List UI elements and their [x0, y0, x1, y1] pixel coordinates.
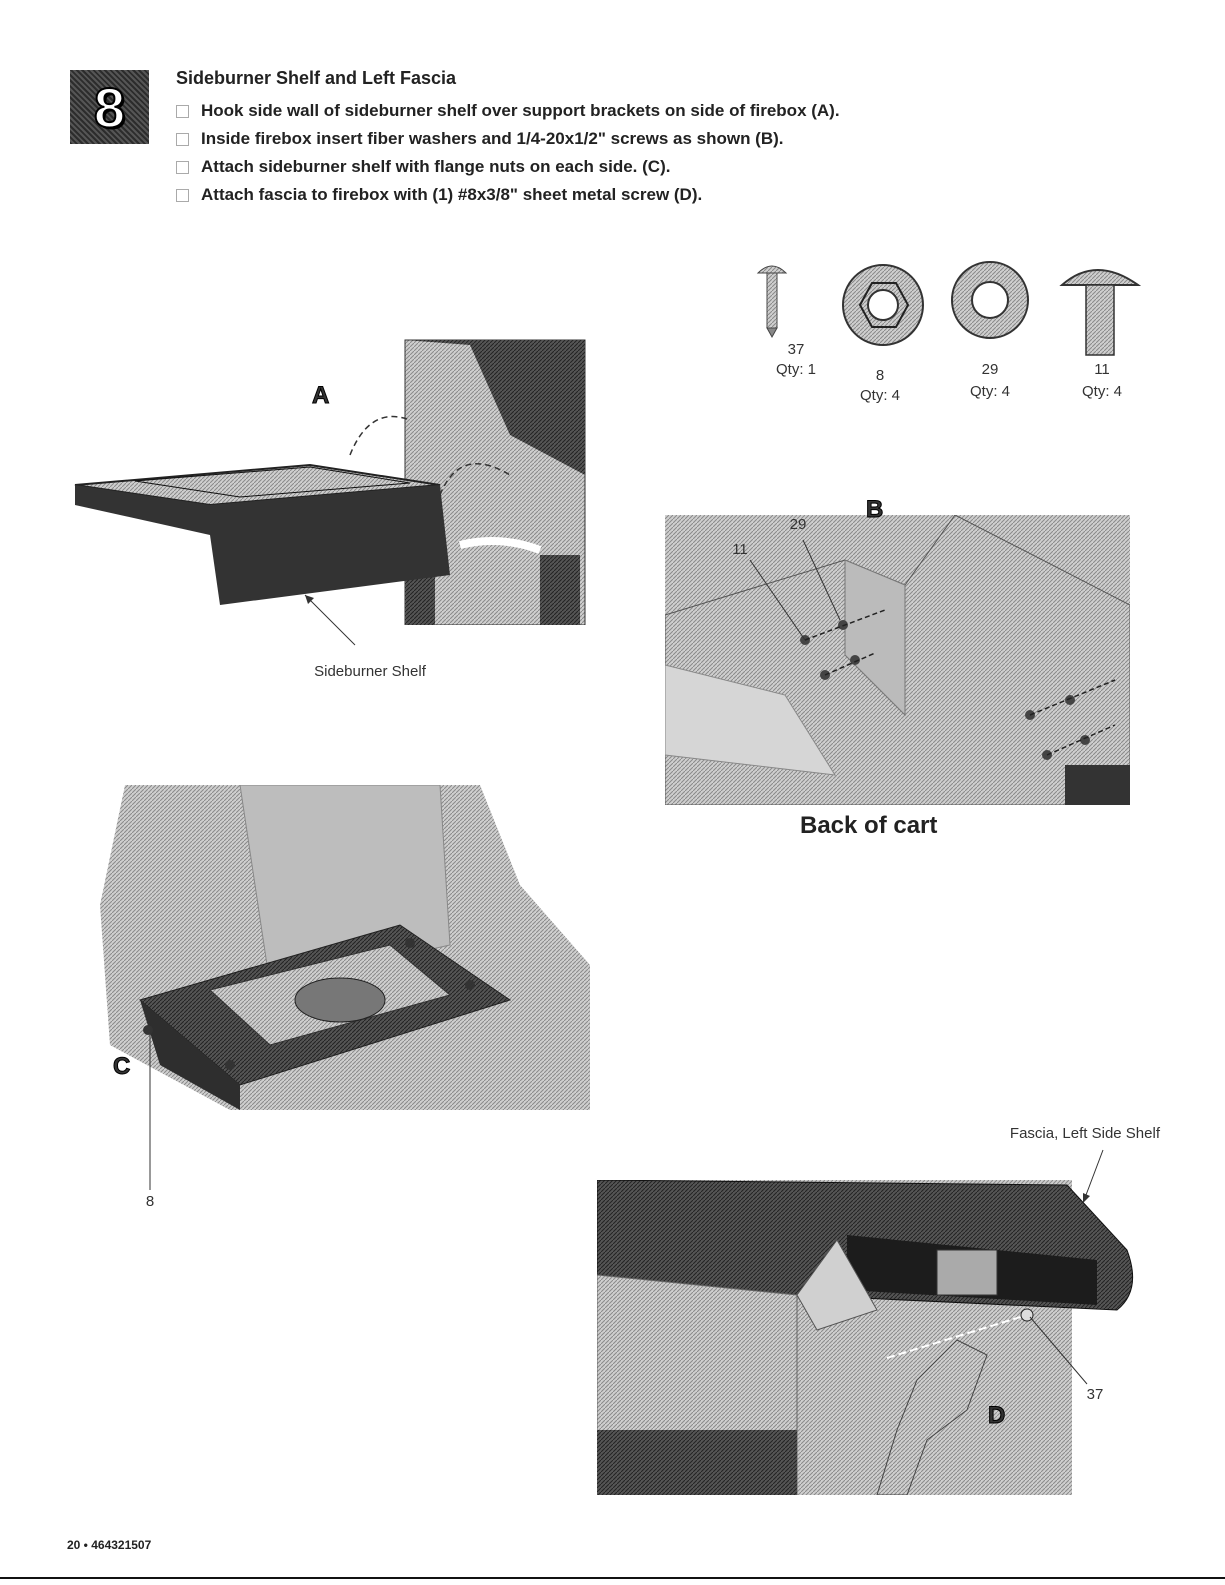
instruction-item: Attach sideburner shelf with flange nuts…: [176, 153, 840, 181]
hardware-parts: [740, 255, 1160, 415]
bottom-rule: [0, 1577, 1225, 1579]
figure-a-letter: A: [311, 382, 330, 410]
figure-b-callout-11: 11: [732, 541, 748, 558]
instruction-text: Attach sideburner shelf with flange nuts…: [201, 157, 671, 176]
step-number-badge: 8: [70, 70, 149, 144]
part-37-number: 37: [787, 341, 805, 358]
instruction-item: Hook side wall of sideburner shelf over …: [176, 97, 840, 125]
figure-a-callout: Sideburner Shelf: [314, 663, 426, 680]
checkbox-1[interactable]: [176, 104, 189, 118]
part-8-qty: Qty: 4: [859, 387, 900, 404]
screw-37-icon: [756, 265, 788, 339]
figure-d-callout-line-fascia: [1082, 1149, 1104, 1204]
figure-d-callout-line-37: [1029, 1316, 1088, 1385]
instruction-list: Hook side wall of sideburner shelf over …: [176, 97, 840, 209]
figure-b-illustration: [665, 515, 1130, 805]
figure-a-illustration: [70, 335, 600, 625]
figure-b-callout-lines: [749, 539, 841, 641]
flange-nut-8-icon: [842, 264, 924, 346]
figure-d-callout-number: 37: [1086, 1386, 1104, 1403]
figure-d-illustration: [597, 1180, 1142, 1495]
part-37-qty: Qty: 1: [775, 361, 816, 378]
figure-c-letter: C: [112, 1053, 131, 1081]
instruction-text: Hook side wall of sideburner shelf over …: [201, 101, 840, 120]
figure-d-callout-label: Fascia, Left Side Shelf: [1009, 1125, 1160, 1142]
step-title: Sideburner Shelf and Left Fascia: [176, 68, 457, 88]
part-8-number: 8: [875, 367, 885, 384]
figure-c-illustration: [100, 785, 590, 1110]
page-footer: 20 • 464321507: [67, 1538, 152, 1552]
figure-b-callout-29: 29: [789, 516, 807, 533]
checkbox-3[interactable]: [176, 160, 189, 174]
figure-b-letter: B: [865, 496, 884, 524]
checkbox-2[interactable]: [176, 132, 189, 146]
washer-29-icon: [951, 261, 1029, 339]
checkbox-4[interactable]: [176, 188, 189, 202]
instruction-text: Attach fascia to firebox with (1) #8x3/8…: [201, 185, 703, 204]
screw-11-icon: [1059, 269, 1142, 356]
figure-c-callout-line: [149, 1030, 151, 1190]
step-number: 8: [93, 75, 126, 140]
instruction-text: Inside firebox insert fiber washers and …: [201, 129, 784, 148]
figure-b-caption: Back of cart: [800, 812, 938, 839]
part-29-qty: Qty: 4: [969, 383, 1010, 400]
part-11-number: 11: [1094, 361, 1110, 378]
part-11-qty: Qty: 4: [1081, 383, 1122, 400]
figure-c-callout: 8: [145, 1193, 155, 1210]
instruction-item: Inside firebox insert fiber washers and …: [176, 125, 840, 153]
figure-a-callout-line: [304, 594, 356, 646]
figure-d-letter: D: [987, 1402, 1006, 1430]
part-29-number: 29: [981, 361, 999, 378]
instruction-item: Attach fascia to firebox with (1) #8x3/8…: [176, 181, 840, 209]
